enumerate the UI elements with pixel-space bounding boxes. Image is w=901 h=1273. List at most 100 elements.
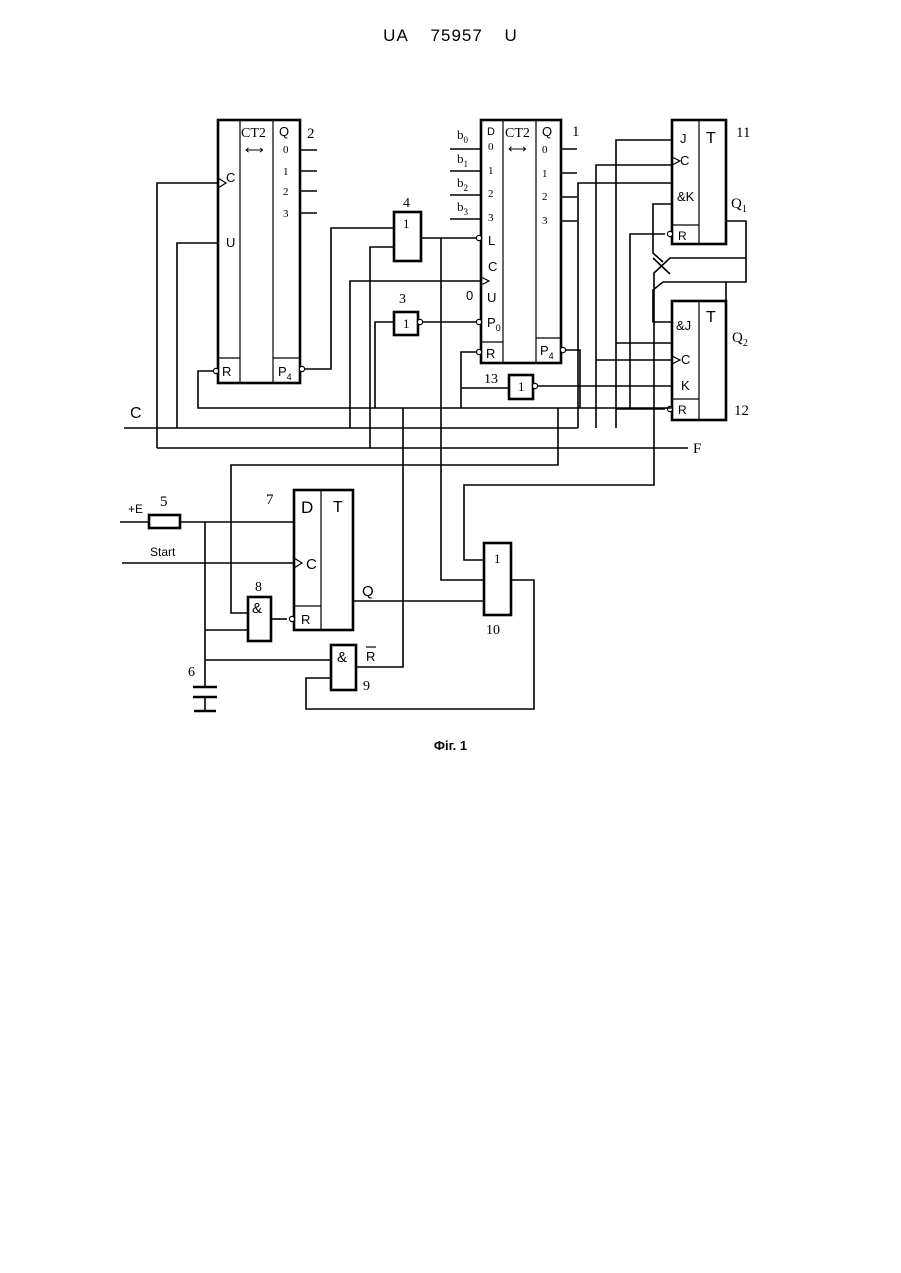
resistor-5-body bbox=[149, 515, 180, 528]
gate-10-number: 10 bbox=[486, 623, 500, 638]
counter-1-u-label: U bbox=[487, 290, 496, 305]
wire-gate9-r-bar bbox=[356, 408, 403, 667]
flipflop-7-c: C bbox=[306, 556, 317, 573]
counter-1-arrow: ⟷ bbox=[508, 141, 527, 156]
gate-13-label: 1 bbox=[518, 379, 525, 394]
signal-f-label: F bbox=[693, 441, 701, 457]
gate-3-label: 1 bbox=[403, 316, 410, 331]
gate-10: 1 10 bbox=[484, 543, 511, 638]
counter-2-q-label: Q bbox=[279, 124, 289, 139]
flipflop-12-output: Q2 bbox=[732, 330, 748, 349]
wiring bbox=[120, 140, 746, 709]
counter-1-b3: b3 bbox=[457, 199, 469, 217]
counter-2-body bbox=[218, 120, 300, 383]
counter-1-number: 1 bbox=[572, 124, 580, 140]
gate-3-inversion bbox=[417, 319, 422, 324]
counter-1-in-1: 1 bbox=[488, 165, 494, 177]
capacitor-6: 6 bbox=[188, 665, 217, 711]
gate-9: & 9 bbox=[331, 645, 370, 694]
flipflop-12-c: C bbox=[681, 352, 690, 367]
plus-e-label: +E bbox=[128, 502, 143, 516]
flipflop-11-k: &K bbox=[677, 189, 695, 204]
counter-1-in-0: 0 bbox=[488, 141, 494, 153]
counter-1-zero-const: 0 bbox=[466, 288, 473, 303]
counter-1-l-label: L bbox=[488, 233, 495, 248]
flipflop-7-r-inversion bbox=[289, 616, 294, 621]
counter-1-output-leads bbox=[561, 149, 577, 221]
figure-caption: Фіг. 1 bbox=[0, 738, 901, 753]
wire-reset-bus bbox=[198, 371, 672, 408]
flipflop-12-k: K bbox=[681, 378, 690, 393]
counter-1: CT2 ⟷ D Q 0 1 2 3 0 1 2 3 L C 0 U P0 R P… bbox=[450, 120, 580, 363]
counter-2-number: 2 bbox=[307, 126, 315, 142]
counter-1-p4-inversion bbox=[560, 347, 565, 352]
flipflop-7-number: 7 bbox=[266, 492, 274, 508]
start-label: Start bbox=[150, 545, 176, 559]
counter-2-arrow: ⟷ bbox=[245, 142, 264, 157]
q-output-label: Q bbox=[362, 583, 374, 600]
counter-1-l-inversion bbox=[476, 235, 481, 240]
flipflop-11: J C &K R T 11 Q1 bbox=[667, 120, 750, 244]
counter-1-p0-label: P0 bbox=[487, 315, 501, 333]
counter-1-out-0: 0 bbox=[542, 144, 548, 156]
counter-2-r-inversion bbox=[213, 368, 218, 373]
flipflop-12-t: T bbox=[706, 309, 716, 326]
counter-1-b2: b2 bbox=[457, 175, 468, 193]
flipflop-7-t: T bbox=[333, 499, 343, 516]
counter-1-r-inversion bbox=[476, 349, 481, 354]
counter-1-b0: b0 bbox=[457, 127, 469, 145]
counter-1-out-3: 3 bbox=[542, 215, 548, 227]
counter-1-p4-label: P4 bbox=[540, 343, 554, 361]
counter-1-r-label: R bbox=[486, 346, 495, 361]
wire-gate3-input bbox=[375, 322, 394, 408]
flipflop-12-j: &J bbox=[676, 318, 691, 333]
flipflop-11-t: T bbox=[706, 130, 716, 147]
counter-1-b1: b1 bbox=[457, 151, 468, 169]
gate-4: 1 4 bbox=[394, 196, 421, 261]
gate-9-label: & bbox=[337, 649, 347, 666]
wire-gate4-to-gate10 bbox=[441, 238, 484, 580]
gate-8: & 8 bbox=[248, 580, 271, 641]
r-bar-label: R bbox=[366, 649, 375, 664]
counter-1-out-1: 1 bbox=[542, 168, 548, 180]
counter-2-u-label: U bbox=[226, 235, 235, 250]
wire-gate8-input-a bbox=[231, 408, 558, 613]
flipflop-12-number: 12 bbox=[734, 403, 749, 419]
counter-1-out-2: 2 bbox=[542, 191, 548, 203]
gate-4-label: 1 bbox=[403, 216, 410, 231]
flipflop-12-r: R bbox=[678, 403, 687, 417]
flipflop-11-output: Q1 bbox=[731, 196, 747, 215]
counter-2-p-inversion bbox=[299, 366, 304, 371]
counter-1-in-3: 3 bbox=[488, 212, 494, 224]
flipflop-11-number: 11 bbox=[736, 125, 750, 141]
flipflop-7: D T C R 7 bbox=[266, 490, 353, 630]
wire-ct1-reset bbox=[461, 352, 476, 408]
counter-2-out-2: 2 bbox=[283, 186, 289, 198]
flipflop-7-r: R bbox=[301, 612, 310, 627]
flipflop-12: &J C K R T 12 Q2 bbox=[667, 301, 749, 420]
wire-ff11-cross bbox=[726, 258, 746, 282]
counter-2-r-label: R bbox=[222, 364, 231, 379]
counter-1-in-2: 2 bbox=[488, 188, 494, 200]
gate-3: 1 3 bbox=[394, 292, 423, 335]
counter-2-title: CT2 bbox=[241, 126, 266, 141]
flipflop-11-c: C bbox=[680, 153, 689, 168]
resistor-5: 5 bbox=[149, 494, 180, 528]
gate-13-inversion bbox=[532, 383, 537, 388]
counter-1-p0-inversion bbox=[476, 319, 481, 324]
gate-13: 1 13 bbox=[484, 372, 538, 399]
counter-1-q-label: Q bbox=[542, 124, 552, 139]
gate-9-number: 9 bbox=[363, 679, 370, 694]
counter-2-c-label: C bbox=[226, 170, 235, 185]
flipflop-11-j: J bbox=[680, 131, 687, 146]
signal-c-label: C bbox=[130, 405, 142, 422]
wire-gate4-input-b bbox=[370, 247, 394, 448]
counter-2-p-label: P4 bbox=[278, 364, 292, 382]
counter-1-c-label: C bbox=[488, 259, 497, 274]
flipflop-11-r-inversion bbox=[667, 231, 672, 236]
flipflop-11-r: R bbox=[678, 229, 687, 243]
gate-8-number: 8 bbox=[255, 580, 262, 595]
gate-13-number: 13 bbox=[484, 372, 498, 387]
counter-2-out-3: 3 bbox=[283, 208, 289, 220]
capacitor-6-number: 6 bbox=[188, 665, 195, 680]
